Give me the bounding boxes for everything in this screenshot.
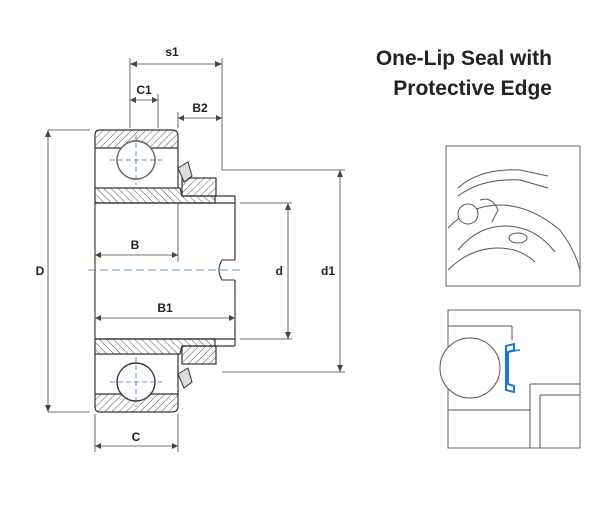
detail-frame-perspective — [445, 145, 581, 287]
collar-lower — [181, 345, 217, 365]
seal-highlight — [505, 342, 515, 394]
dimension-lines — [47, 58, 345, 452]
shaft — [94, 203, 235, 339]
title-line-1: One-Lip Seal with — [375, 47, 552, 70]
detail-frame-seal — [439, 309, 581, 449]
label-b2: B2 — [192, 101, 208, 115]
label-c: C — [132, 430, 141, 444]
label-c1: C1 — [136, 83, 152, 97]
label-d-bore: d — [276, 264, 283, 278]
upper-section — [94, 129, 236, 260]
arrow-heads — [45, 61, 343, 449]
outer-ring-lower — [94, 393, 179, 413]
label-d-outer: D — [36, 264, 45, 278]
label-d1: d1 — [321, 264, 335, 278]
label-b1: B1 — [157, 301, 173, 315]
seal-upper — [177, 161, 193, 183]
label-b: B — [131, 238, 140, 252]
lower-section — [94, 280, 236, 413]
collar-upper — [181, 177, 217, 197]
outer-ring-upper — [94, 129, 179, 149]
title-line-2: Protective Edge — [393, 77, 552, 100]
seal-lower — [177, 367, 193, 389]
label-s1: s1 — [165, 45, 179, 59]
